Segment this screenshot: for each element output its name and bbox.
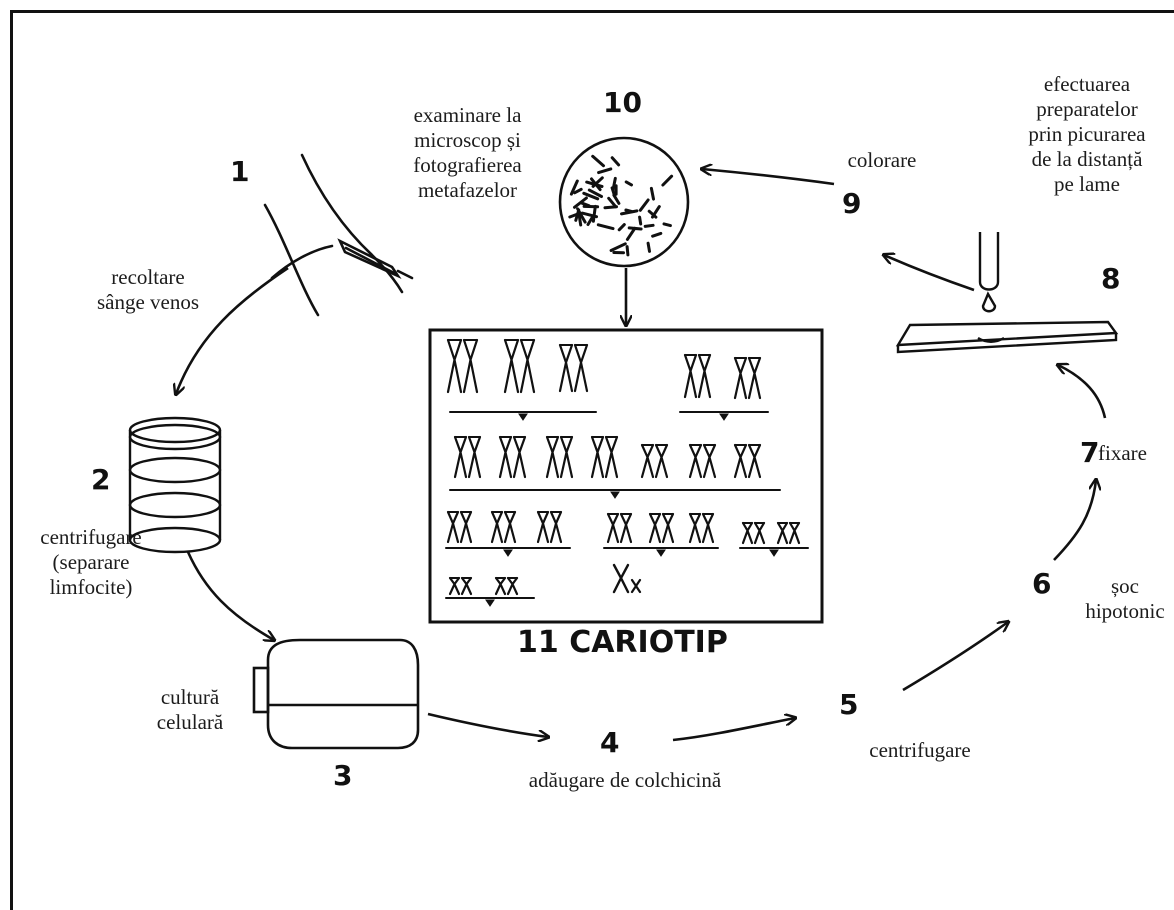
metaphase-chromosome [605,207,617,208]
metaphase-chromosome [593,206,595,221]
culture-flask-icon [254,640,418,748]
chromosome-pair [560,345,587,391]
chromosome-pair [500,437,525,477]
metaphase-chromosome [599,169,611,173]
metaphase-chromosome [627,228,634,239]
metaphase-chromosome [640,200,648,210]
metaphase-chromosome [593,156,604,165]
chromosome-pair [450,578,471,594]
arrow-8-to-9 [884,255,974,290]
chromosome-pair [735,358,760,398]
step-number-1: 1 [230,157,249,187]
arrow-4-to-5 [673,718,795,740]
metaphase-chromosome [627,247,628,255]
metaphase-chromosome [588,217,593,225]
chromosome-pair [743,523,764,543]
group-baseline [450,412,596,420]
group-baseline [604,548,718,556]
step-number-9: 9 [842,189,861,219]
group-baseline [680,412,768,420]
metaphase-chromosome [598,225,613,229]
chromosome-pair [608,514,631,542]
chromosome-pair [455,437,480,477]
arrow-2-to-3 [188,552,274,640]
metaphase-chromosome [645,225,653,226]
step-number-10: 10 [603,88,642,118]
label-centrifugare: centrifugare [840,738,1000,763]
metaphase-chromosome [614,195,619,203]
metaphase-chromosome [609,198,616,206]
chromosome-pair [592,437,617,477]
chromosome-pair [735,445,760,477]
step-number-4: 4 [600,728,619,758]
arrow-7-to-8 [1058,365,1105,418]
metaphase-chromosome [626,182,631,185]
label-colchicina: adăugare de colchicină [480,768,770,793]
chromosome-pair [547,437,572,477]
metaphase-chromosome [611,244,625,251]
metaphase-chromosome [612,158,618,165]
arrow-5-to-6 [903,622,1008,690]
metaphase-field-icon [560,138,688,266]
step-number-2: 2 [91,465,110,495]
step-number-5: 5 [839,690,858,720]
metaphase-chromosome [575,189,582,193]
chromosome-pair [492,512,515,542]
metaphase-chromosome [587,182,602,186]
label-colorare: colorare [812,148,952,173]
metaphase-chromosome [664,224,670,226]
metaphase-chromosome [653,233,661,236]
chromosome-pair [778,523,799,543]
metaphase-chromosome [651,188,653,199]
step-number-8: 8 [1101,264,1120,294]
karyotype-title: 11 CARIOTIP [517,627,728,659]
metaphase-chromosome [626,210,632,212]
chromosome-pair [448,340,477,392]
chromosome-pair [690,514,713,542]
arrow-6-to-7 [1054,480,1096,560]
chromosome-pair [650,514,673,542]
karyotype-panel [430,330,822,622]
group-baseline [450,490,780,498]
metaphase-chromosome [619,225,624,230]
metaphase-chromosome [648,243,649,251]
group-baseline [446,598,534,606]
group-baseline [446,548,570,556]
chromosome-pair [685,355,710,397]
step-number-3: 3 [333,761,352,791]
chromosome-pair [448,512,471,542]
metaphase-chromosome [629,228,641,229]
step-number-7: 7 [1080,438,1099,468]
chromosome-pair [538,512,561,542]
group-baseline [740,548,808,556]
metaphase-chromosome [663,176,672,185]
slide-pipette-icon [898,232,1116,352]
metaphase-chromosome [612,188,614,195]
chromosome-pair [496,578,517,594]
chromosome-pair [642,445,667,477]
metaphase-chromosome [640,217,641,224]
step-number-6: 6 [1032,569,1051,599]
chromosome-pair [690,445,715,477]
arrow-3-to-4 [428,714,548,737]
label-fixare: fixare [1098,441,1174,466]
sex-chromosomes [614,565,640,592]
chromosome-pair [505,340,534,392]
